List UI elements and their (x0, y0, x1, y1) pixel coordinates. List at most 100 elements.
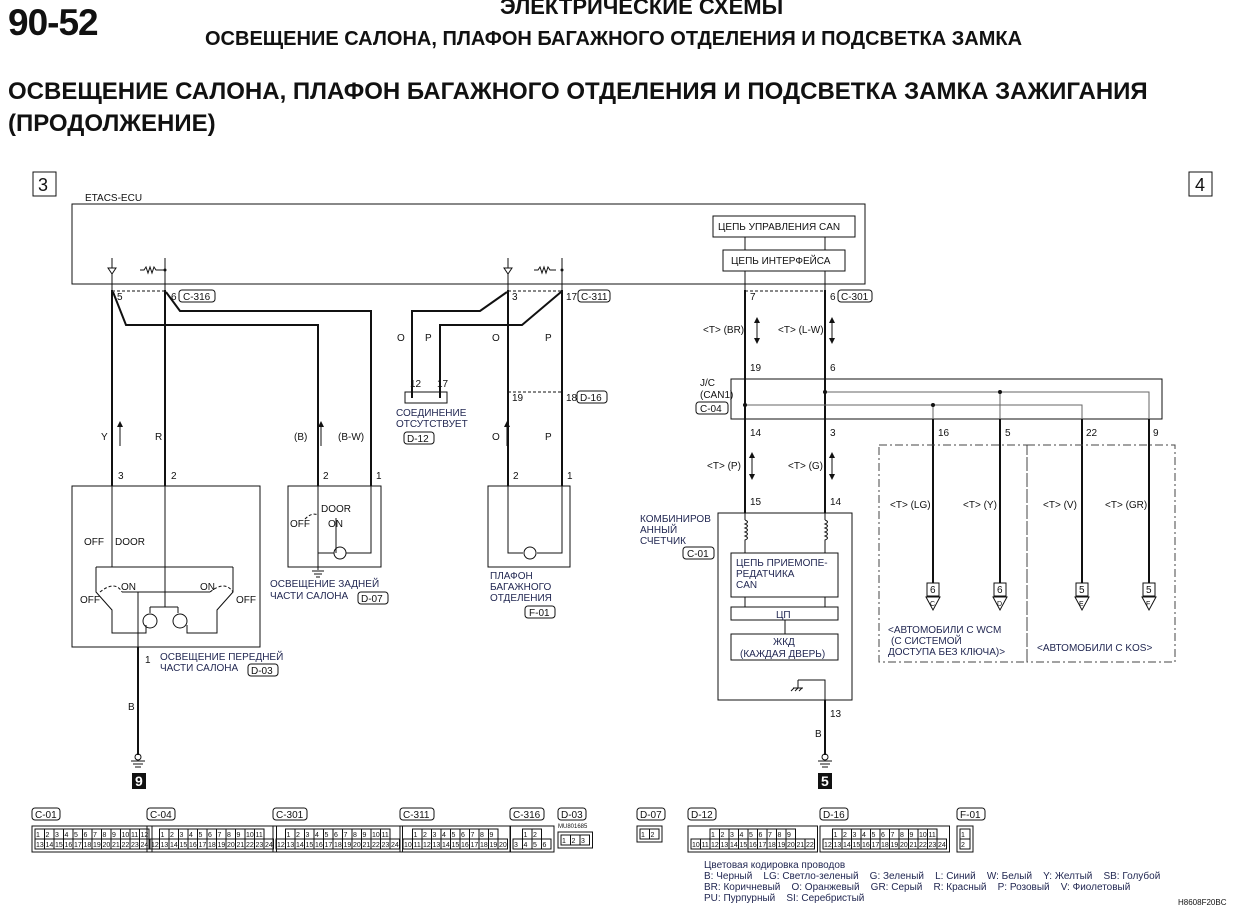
connector-badge-d16[interactable]: D-16 (576, 390, 608, 404)
connector-badge[interactable]: C-01 (31, 807, 61, 821)
wire-b (112, 291, 319, 486)
page-jump-connector[interactable]: 5E (1074, 582, 1090, 612)
pin-number: 1 (145, 655, 151, 666)
jump-page-number: 5 (1146, 585, 1152, 596)
connector-pin: 15 (180, 842, 188, 849)
connector-badge[interactable]: F-01 (956, 807, 986, 821)
component-name: ПЛАФОН (490, 571, 533, 582)
connector-pin: 15 (452, 842, 460, 849)
connector-pin: 18 (881, 842, 889, 849)
connector-pin: 6 (84, 832, 88, 839)
connector-pin: 21 (363, 842, 371, 849)
connector-badge-d12[interactable]: D-12 (403, 431, 435, 445)
joint-connector-box (730, 378, 1163, 420)
wire-color-label: <T> (L-W) (778, 325, 824, 336)
connector-badge-c01[interactable]: C-01 (682, 546, 715, 560)
page-jump-connector[interactable]: 5F (1141, 582, 1157, 612)
connector-pin: 22 (806, 842, 814, 849)
connector-ref: C-316 (183, 292, 211, 303)
combination-meter-box (717, 512, 853, 701)
wire-o-to-d12 (411, 291, 508, 398)
connector-pin: 7 (93, 832, 97, 839)
connector-pin: 12 (423, 842, 431, 849)
connector-ref: C-01 (687, 549, 709, 560)
page-marker-next[interactable]: 4 (1188, 171, 1213, 197)
connector-pin: 4 (524, 842, 528, 849)
jump-letter: D (997, 601, 1002, 608)
wire-color-label: (B-W) (338, 432, 364, 443)
page-jump-connector[interactable]: 6D (992, 582, 1008, 612)
connector-badge-c311[interactable]: C-311 (577, 289, 611, 303)
page-jump-connector[interactable]: 6C (925, 582, 941, 612)
connector-pin: 9 (363, 832, 367, 839)
connector-pin: 23 (256, 842, 264, 849)
figure-code: H8608F20BC (1178, 898, 1227, 906)
connector-ref: D-12 (691, 810, 713, 821)
connector-pin: 6 (334, 832, 338, 839)
connector-pin: 8 (900, 832, 904, 839)
connector-badge-d03[interactable]: D-03 (247, 663, 279, 677)
connector-pin: 22 (919, 842, 927, 849)
connector-pin: 17 (74, 842, 82, 849)
jump-triangle-icon (1141, 596, 1157, 612)
page-marker-prev[interactable]: 3 (32, 171, 57, 197)
connector-pin: 19 (93, 842, 101, 849)
connector-pin: 15 (55, 842, 63, 849)
pin-number: 7 (750, 292, 756, 303)
connector-pin: 14 (843, 842, 851, 849)
connector-badge-c316[interactable]: C-316 (178, 289, 216, 303)
component-name: АННЫЙ (640, 523, 677, 536)
connector-pin: 14 (296, 842, 304, 849)
connector-badge-c04[interactable]: C-04 (695, 401, 729, 415)
connector-badge-d07[interactable]: D-07 (357, 591, 389, 605)
jump-letter: C (930, 601, 935, 608)
connector-badge[interactable]: D-12 (687, 807, 717, 821)
connector-ref: F-01 (960, 810, 981, 821)
connector-pin: 19 (344, 842, 352, 849)
pin-number: 6 (830, 292, 836, 303)
connector-ref: D-12 (407, 434, 429, 445)
option-label: <АВТОМОБИЛИ С KOS> (1037, 643, 1152, 654)
pin-number: 16 (938, 428, 950, 439)
connector-pin: 18 (334, 842, 342, 849)
connector-pin: 11 (414, 842, 421, 849)
connector-pin: 4 (740, 832, 744, 839)
connector-pin: 14 (46, 842, 54, 849)
connector-pin: 20 (499, 842, 507, 849)
wire-color-label: <T> (V) (1043, 500, 1077, 511)
jc-label: J/C (700, 378, 715, 389)
pin-number: 1 (567, 471, 573, 482)
pin-number: 3 (830, 428, 836, 439)
wire-color-label: O (492, 432, 500, 443)
connector-badge[interactable]: D-07 (636, 807, 666, 821)
connector-pin: 12 (151, 842, 159, 849)
can-branch-wires (932, 419, 1150, 583)
connector-badge[interactable]: C-04 (146, 807, 176, 821)
connector-pin: 17 (199, 842, 207, 849)
connector-ref: F-01 (529, 608, 550, 619)
ground-icon (131, 753, 145, 768)
connector-badge-f01[interactable]: F-01 (524, 605, 556, 619)
connector-pin: 3 (180, 832, 184, 839)
ground-icon (818, 753, 832, 768)
connector-pin: 6 (759, 832, 763, 839)
connector-badge[interactable]: C-311 (399, 807, 435, 821)
connector-badge[interactable]: C-301 (272, 807, 308, 821)
connector-pin: 15 (740, 842, 748, 849)
connector-pin: 18 (768, 842, 776, 849)
connector-pin: 7 (891, 832, 895, 839)
pin-number: 2 (323, 471, 329, 482)
connector-pin: 10 (404, 842, 412, 849)
connector-pin: 13 (36, 842, 44, 849)
connector-pin: 2 (572, 838, 576, 845)
connector-badge[interactable]: C-316 (509, 807, 545, 821)
wire-color-label: Y (101, 432, 108, 443)
connector-badge[interactable]: D-16 (819, 807, 849, 821)
connector-pin: 21 (910, 842, 918, 849)
connector-badge-c301[interactable]: C-301 (837, 289, 873, 303)
wire-color-label: B (128, 702, 135, 713)
connector-badge[interactable]: D-03 (557, 807, 587, 821)
